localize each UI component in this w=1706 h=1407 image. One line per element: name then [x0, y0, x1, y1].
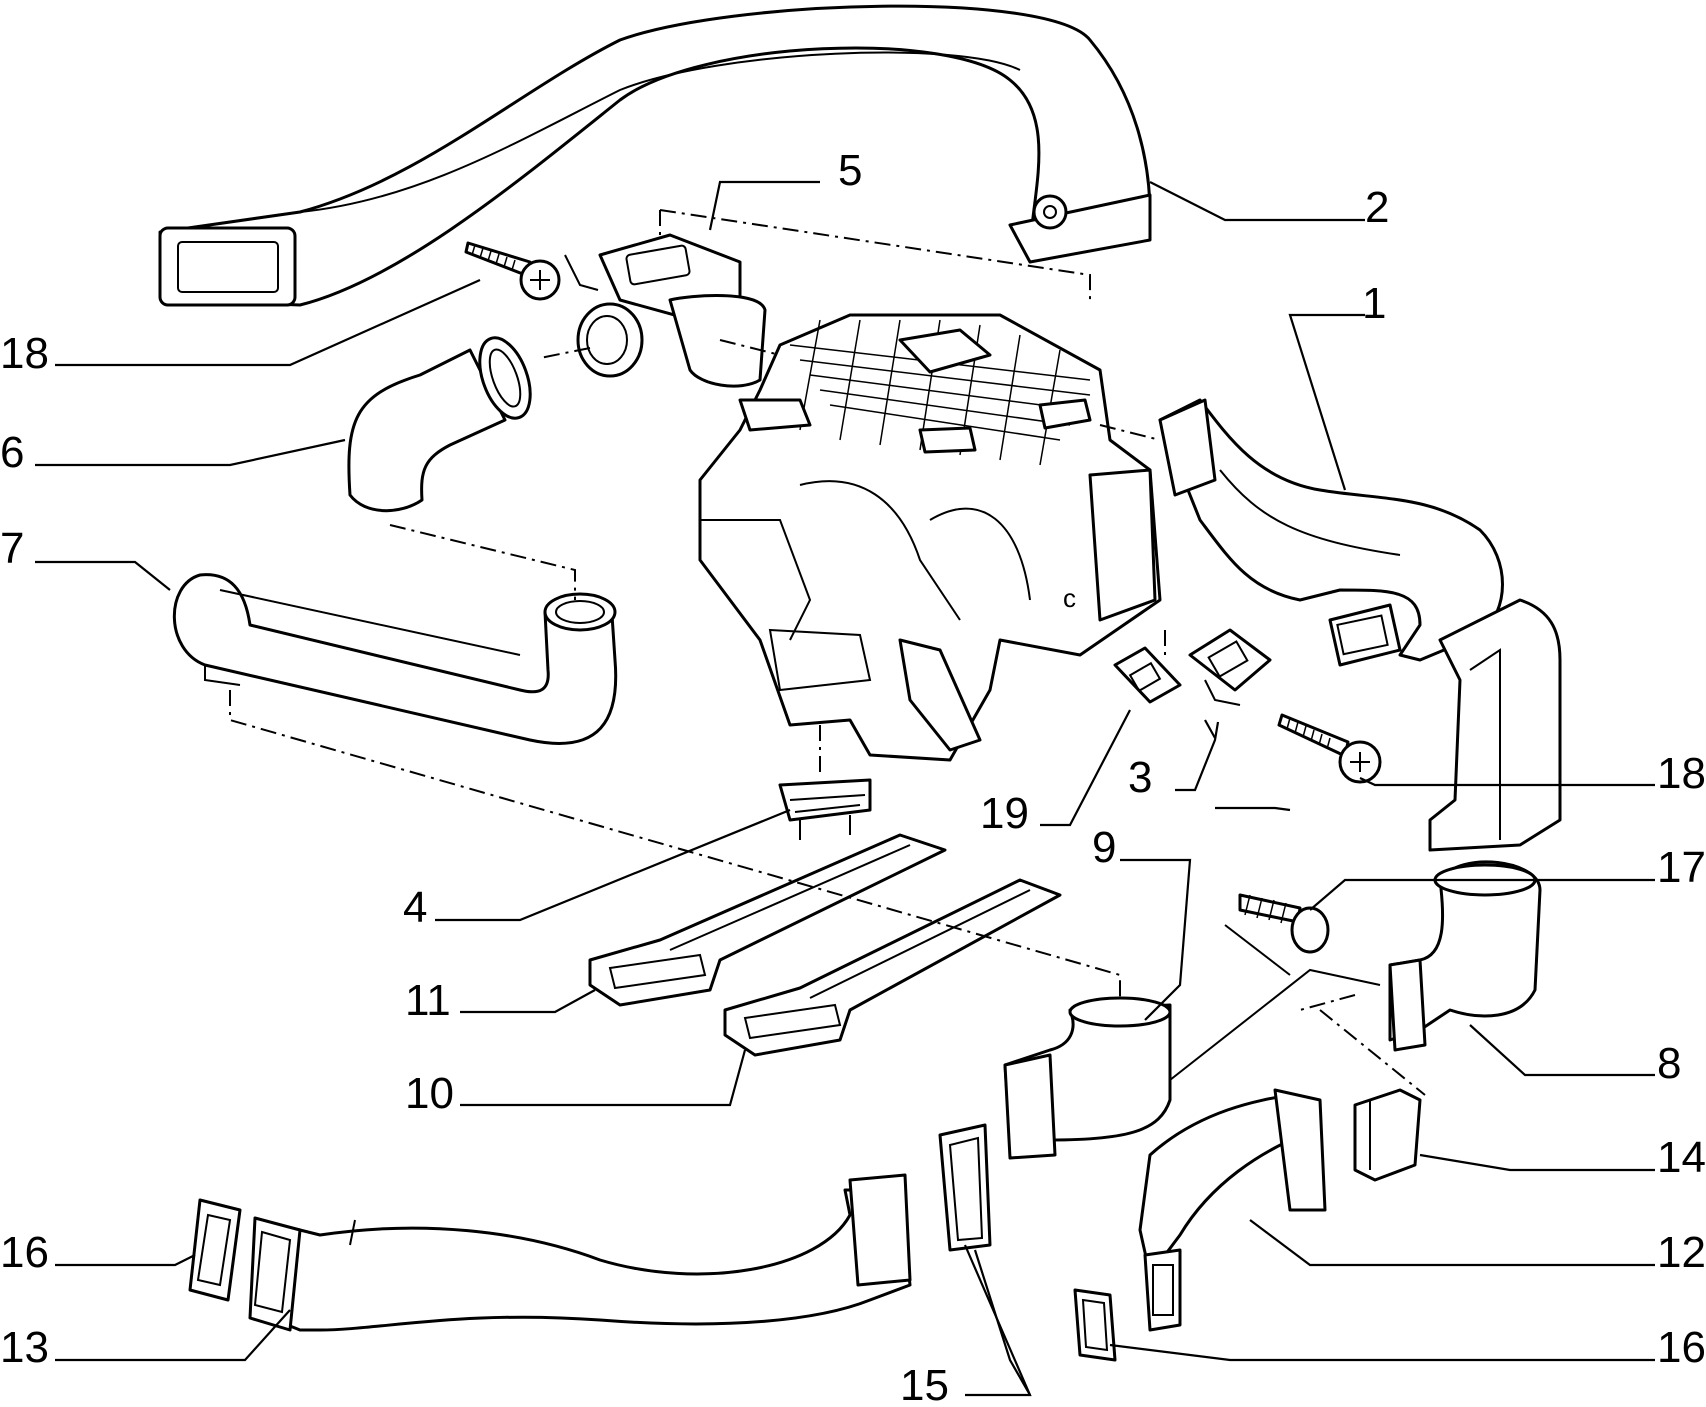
- part-16-gasket-right: [1073, 1288, 1117, 1362]
- leader-lines: [35, 180, 1655, 1397]
- svg-text:c: c: [1063, 583, 1076, 613]
- part-5-connector: [564, 233, 767, 388]
- callout-3: 3: [1128, 753, 1152, 802]
- callout-1: 1: [1362, 279, 1386, 328]
- callout-15: 15: [900, 1361, 949, 1407]
- callout-16-left: 16: [0, 1228, 49, 1277]
- part-2-upper-duct: [158, 4, 1152, 307]
- part-1-right-duct: [1158, 398, 1562, 852]
- callout-2: 2: [1365, 183, 1389, 232]
- part-14-cap: [1353, 1088, 1422, 1182]
- part-11-flat-duct: [588, 833, 947, 1007]
- callout-6: 6: [0, 428, 24, 477]
- callout-4: 4: [403, 883, 427, 932]
- part-18-screw-lower: [1277, 713, 1382, 784]
- part-12-lower-duct: [1138, 1088, 1327, 1332]
- callout-14: 14: [1657, 1133, 1706, 1182]
- part-13-lower-duct: [248, 1173, 912, 1332]
- callout-9: 9: [1092, 823, 1116, 872]
- callout-labels: 1 2 3 4 5 6 7 8 9 10 11 12 13 14 15 16 1…: [0, 146, 1706, 1407]
- callout-13: 13: [0, 1323, 49, 1372]
- callout-8: 8: [1657, 1039, 1681, 1088]
- heater-unit-assembly: c: [698, 313, 1162, 762]
- callout-5: 5: [838, 146, 862, 195]
- callout-18-right: 18: [1657, 749, 1706, 798]
- part-16-gasket-left: [188, 1198, 242, 1302]
- callout-19: 19: [980, 789, 1029, 838]
- callout-12: 12: [1657, 1228, 1706, 1277]
- part-9-elbow: [1003, 996, 1172, 1160]
- part-19-seal: [1113, 646, 1182, 704]
- part-10-flat-duct: [723, 878, 1062, 1057]
- part-18-screw-upper: [464, 241, 561, 301]
- callout-16-right: 16: [1657, 1323, 1706, 1372]
- part-6-elbow-hose: [347, 336, 532, 513]
- part-7-bent-tube: [172, 573, 618, 745]
- part-3-connector: [1188, 628, 1272, 706]
- callout-10: 10: [405, 1069, 454, 1118]
- part-17-rivet: [1238, 893, 1330, 954]
- callout-11: 11: [405, 976, 451, 1025]
- part-8-outlet: [1388, 860, 1542, 1052]
- part-15-gasket: [938, 1123, 992, 1252]
- callout-17: 17: [1657, 843, 1706, 892]
- callout-7: 7: [0, 524, 24, 573]
- assembly-lines: [229, 209, 1426, 1096]
- callout-18-left: 18: [0, 329, 49, 378]
- part-4-bracket: [778, 778, 872, 840]
